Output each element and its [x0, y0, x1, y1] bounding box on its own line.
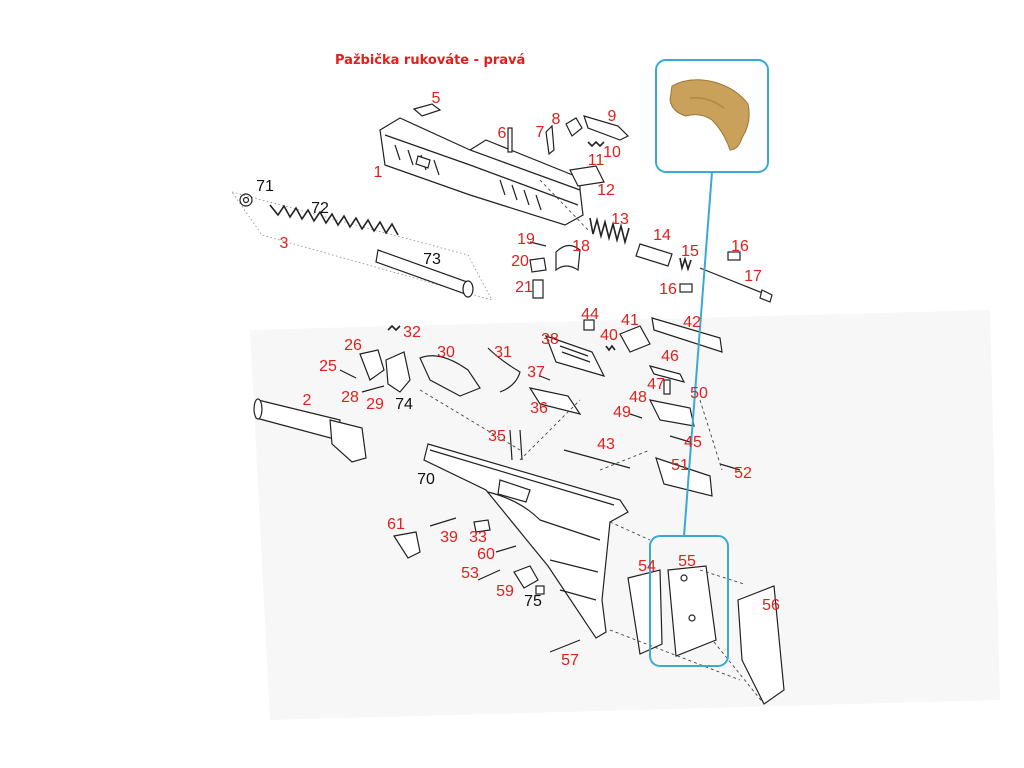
part-number-label: 12 [597, 182, 615, 199]
part-number-label: 2 [302, 392, 312, 409]
part-number-label: 15 [681, 243, 699, 260]
part-number-label: 55 [678, 553, 696, 570]
recoil-spring-group [231, 191, 493, 301]
part-number-label: 20 [511, 253, 529, 270]
part-number-label: 11 [587, 152, 605, 169]
hammer-group [339, 324, 521, 451]
part-number-label: 46 [661, 348, 679, 365]
part-number-label: 8 [551, 111, 561, 128]
part-number-label: 74 [395, 396, 413, 413]
part-number-label: 1 [373, 164, 383, 181]
part-number-label: 16 [659, 281, 677, 298]
part-number-label: 51 [671, 457, 689, 474]
part-number-label: 29 [366, 396, 384, 413]
diagram-title: Pažbička rukováte - pravá [335, 53, 526, 68]
part-number-label: 14 [653, 227, 671, 244]
part-number-label: 21 [515, 279, 533, 296]
part-number-label: 70 [417, 471, 435, 488]
part-number-label: 61 [387, 516, 405, 533]
part-number-label: 52 [734, 465, 752, 482]
part-photo-grip-panel [669, 79, 750, 151]
part-number-label: 60 [477, 546, 495, 563]
part-number-label: 39 [440, 529, 458, 546]
part-number-label: 25 [319, 358, 337, 375]
grip-panel-highlight [649, 535, 729, 667]
part-number-label: 37 [527, 364, 545, 381]
part-number-label: 9 [607, 108, 617, 125]
part-number-label: 56 [762, 597, 780, 614]
part-number-label: 73 [423, 251, 441, 268]
part-number-label: 18 [572, 238, 590, 255]
part-number-label: 72 [311, 200, 329, 217]
part-number-label: 42 [683, 314, 701, 331]
part-number-label: 48 [629, 389, 647, 406]
part-number-label: 7 [535, 124, 545, 141]
part-number-label: 47 [647, 376, 665, 393]
part-number-label: 31 [494, 344, 512, 361]
part-number-label: 6 [497, 125, 507, 142]
part-number-label: 26 [344, 337, 362, 354]
part-number-label: 53 [461, 565, 479, 582]
part-number-label: 17 [744, 268, 762, 285]
frame-small-parts [393, 517, 581, 653]
slide-part [379, 117, 584, 226]
part-number-label: 10 [603, 144, 621, 161]
frame-part [423, 443, 629, 639]
part-number-label: 57 [561, 652, 579, 669]
part-number-label: 3 [279, 235, 289, 252]
part-number-label: 59 [496, 583, 514, 600]
slide-small-parts [412, 103, 773, 303]
part-number-label: 5 [431, 90, 441, 107]
part-number-label: 44 [581, 306, 599, 323]
barrel-part [253, 398, 367, 463]
part-number-label: 38 [541, 331, 559, 348]
part-number-label: 75 [524, 593, 542, 610]
part-number-label: 13 [611, 211, 629, 228]
grip-panels [627, 565, 785, 705]
part-number-label: 45 [684, 434, 702, 451]
part-number-label: 50 [690, 385, 708, 402]
part-number-label: 19 [517, 231, 535, 248]
part-number-label: 35 [488, 428, 506, 445]
part-number-label: 33 [469, 529, 487, 546]
part-number-label: 41 [621, 312, 639, 329]
part-number-label: 54 [638, 558, 656, 575]
part-number-label: 16 [731, 238, 749, 255]
part-number-label: 49 [613, 404, 631, 421]
callout-connector [683, 171, 713, 537]
part-number-label: 40 [600, 327, 618, 344]
part-number-label: 71 [256, 178, 274, 195]
part-number-label: 28 [341, 389, 359, 406]
assembly-lines [519, 179, 741, 681]
part-number-label: 32 [403, 324, 421, 341]
trigger-mechanism-parts [509, 317, 741, 497]
part-number-label: 30 [437, 344, 455, 361]
part-number-label: 36 [530, 400, 548, 417]
part-number-label: 43 [597, 436, 615, 453]
